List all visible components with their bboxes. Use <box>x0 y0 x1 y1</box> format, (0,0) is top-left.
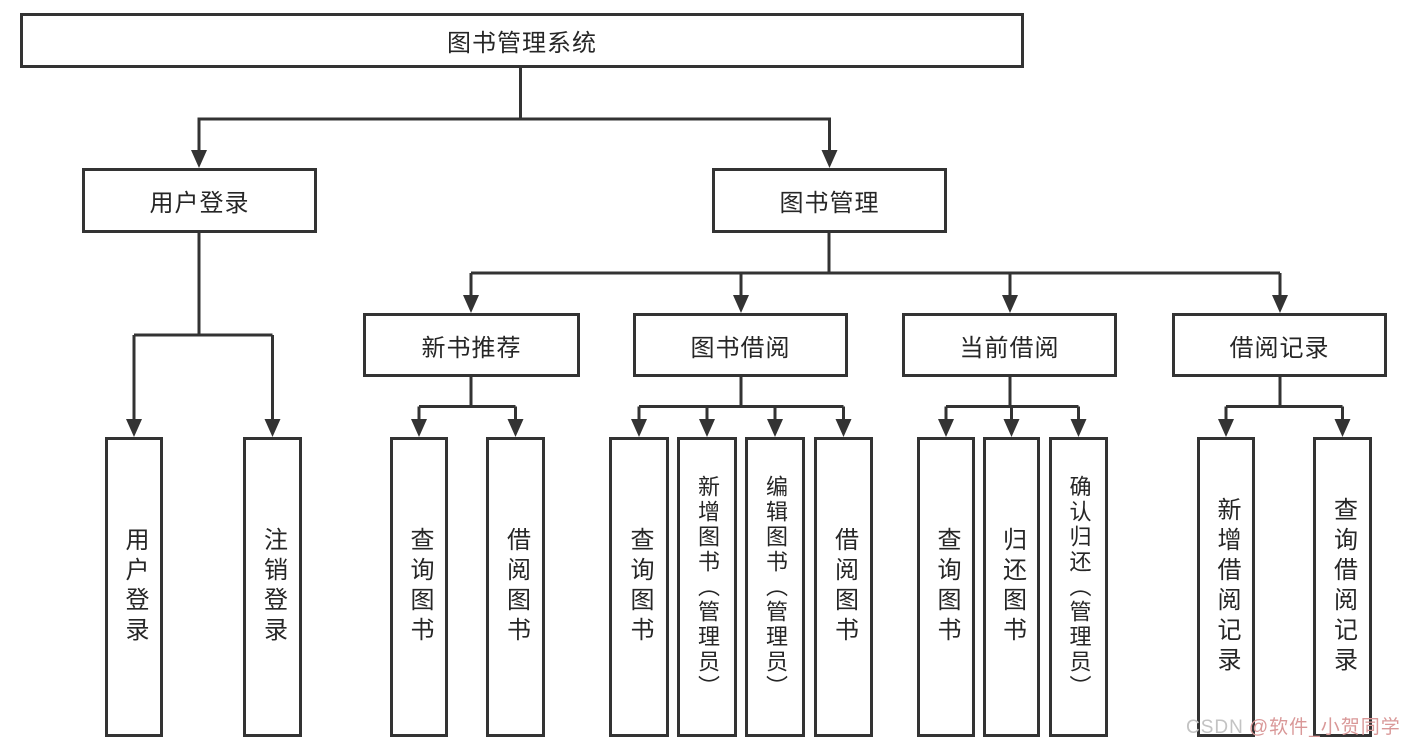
leaf-query-books-borrow-label: 查询图书 <box>626 527 653 647</box>
leaf-add-borrow-record: 新增借阅记录 <box>1197 437 1255 737</box>
leaf-confirm-return-admin: 确认归还（管理员） <box>1049 437 1108 737</box>
leaf-query-books-recommend: 查询图书 <box>390 437 448 737</box>
leaf-user-login: 用户登录 <box>105 437 163 737</box>
watermark: CSDN@软件_小贺同学 <box>1186 712 1401 739</box>
leaf-return-books-label: 归还图书 <box>998 527 1026 647</box>
node-borrowing-records: 借阅记录 <box>1172 313 1387 377</box>
leaf-query-books-borrow: 查询图书 <box>609 437 669 737</box>
node-user-login: 用户登录 <box>82 168 317 233</box>
leaf-query-books-current: 查询图书 <box>917 437 975 737</box>
leaf-logout-label: 注销登录 <box>259 527 287 647</box>
leaf-add-books-admin-label: 新增图书（管理员） <box>695 474 720 700</box>
leaf-confirm-return-admin-label: 确认归还（管理员） <box>1066 474 1092 700</box>
leaf-add-borrow-record-label: 新增借阅记录 <box>1213 497 1240 677</box>
node-book-management: 图书管理 <box>712 168 947 233</box>
leaf-edit-books-admin-label: 编辑图书（管理员） <box>763 474 788 700</box>
leaf-borrow-books-recommend: 借阅图书 <box>486 437 545 737</box>
node-current-borrowing: 当前借阅 <box>902 313 1117 377</box>
node-book-borrowing: 图书借阅 <box>633 313 848 377</box>
leaf-borrow-books: 借阅图书 <box>814 437 873 737</box>
leaf-query-borrow-record-label: 查询借阅记录 <box>1329 497 1357 677</box>
leaf-query-borrow-record: 查询借阅记录 <box>1313 437 1372 737</box>
node-new-book-recommendation: 新书推荐 <box>363 313 580 377</box>
leaf-query-books-current-label: 查询图书 <box>933 527 960 647</box>
leaf-logout: 注销登录 <box>243 437 302 737</box>
leaf-borrow-books-recommend-label: 借阅图书 <box>502 527 530 647</box>
leaf-borrow-books-label: 借阅图书 <box>830 527 858 647</box>
watermark-brand: CSDN <box>1186 717 1244 738</box>
leaf-edit-books-admin: 编辑图书（管理员） <box>745 437 805 737</box>
leaf-query-books-recommend-label: 查询图书 <box>406 527 433 647</box>
leaf-user-login-label: 用户登录 <box>121 527 148 647</box>
watermark-handle: @软件_小贺同学 <box>1248 717 1401 738</box>
node-library-management-system: 图书管理系统 <box>20 13 1024 68</box>
leaf-add-books-admin: 新增图书（管理员） <box>677 437 737 737</box>
leaf-return-books: 归还图书 <box>983 437 1040 737</box>
